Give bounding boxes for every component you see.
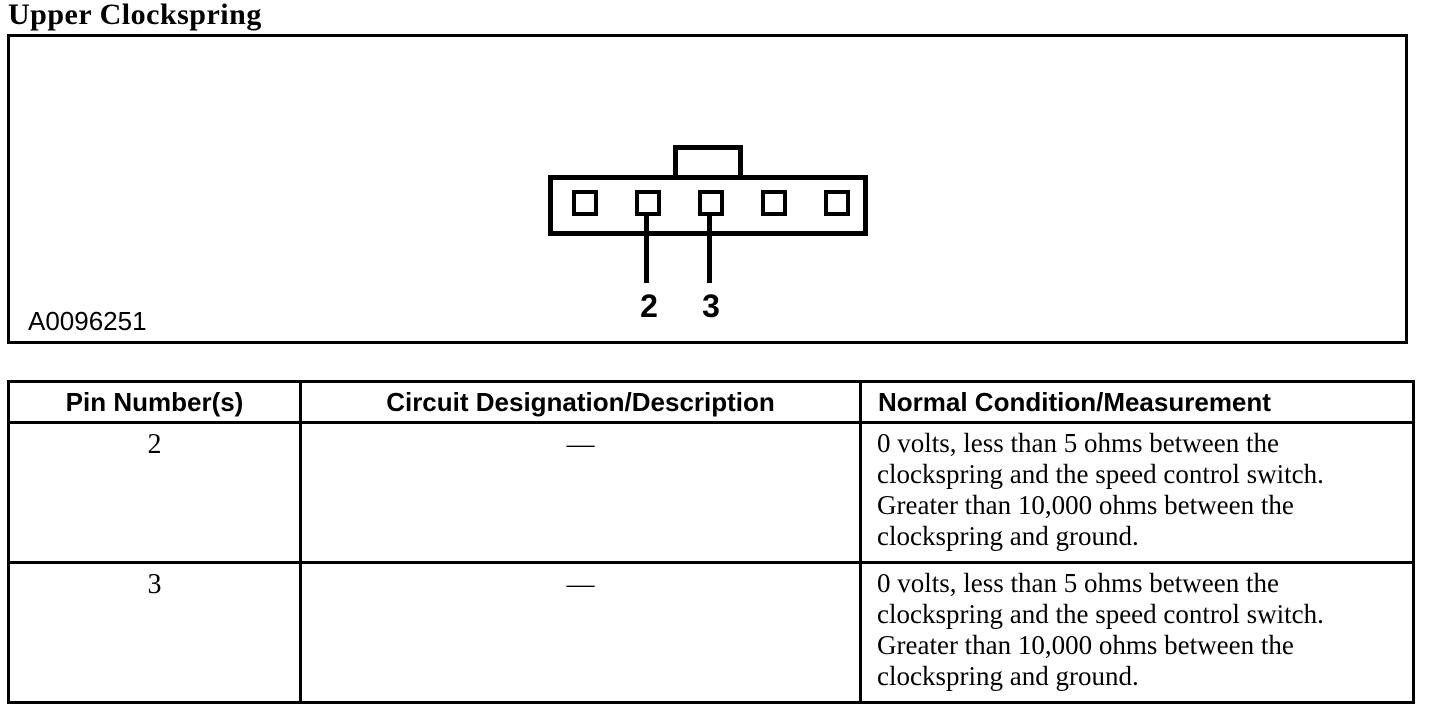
pin-number-cell: 2 [7,421,302,564]
pin-number-cell: 3 [7,561,302,704]
header-normal-condition: Normal Condition/Measurement [859,380,1415,424]
pin-2-callout-label: 2 [640,288,658,324]
pinout-table: Pin Number(s) Circuit Designation/Descri… [7,380,1415,704]
table-header-row: Pin Number(s) Circuit Designation/Descri… [7,380,1415,424]
header-pin-numbers: Pin Number(s) [7,380,302,424]
figure-id-label: A0096251 [28,306,147,336]
connector-cavity-2 [635,190,661,216]
connector-figure: 2 3 A0096251 [7,34,1408,344]
pin-3-callout-label: 3 [702,288,720,324]
connector-cavity-4 [761,190,787,216]
connector-keying-tab [673,145,743,180]
circuit-designation-cell: — [299,421,862,564]
header-circuit-designation: Circuit Designation/Description [299,380,862,424]
pin-2-callout-line [644,216,649,283]
circuit-designation-cell: — [299,561,862,704]
connector-cavity-5 [824,190,850,216]
pin-3-callout-line [707,216,712,283]
table-row: 3 — 0 volts, less than 5 ohms between th… [7,561,1415,704]
connector-cavity-1 [572,190,598,216]
connector-cavity-3 [698,190,724,216]
normal-condition-cell: 0 volts, less than 5 ohms between the cl… [859,421,1415,564]
table-row: 2 — 0 volts, less than 5 ohms between th… [7,421,1415,564]
normal-condition-cell: 0 volts, less than 5 ohms between the cl… [859,561,1415,704]
page-title: Upper Clockspring [8,0,262,31]
